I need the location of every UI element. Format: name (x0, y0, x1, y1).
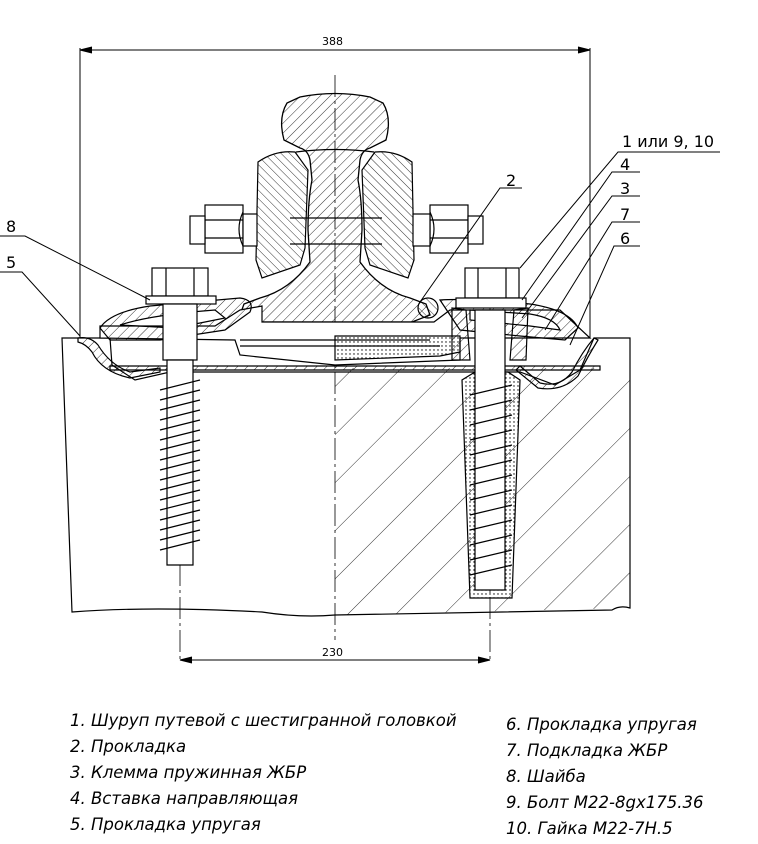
parts-legend-right: 6. Прокладка упругая 7. Подкладка ЖБР 8.… (506, 712, 703, 842)
elastic-pad-left (77, 337, 161, 379)
legend-item: 4. Вставка направляющая (70, 789, 299, 808)
dimension-388-label: 388 (322, 35, 343, 48)
callout-1-9-10: 1 или 9, 10 (622, 132, 714, 151)
callout-2: 2 (506, 171, 516, 190)
joint-bolts (189, 204, 484, 254)
legend-item: 2. Прокладка (70, 737, 187, 756)
callout-7: 7 (620, 205, 630, 224)
callout-8: 8 (6, 217, 16, 236)
legend-item: 10. Гайка М22-7Н.5 (506, 819, 673, 838)
callout-4: 4 (620, 155, 630, 174)
track-screw-left (145, 267, 217, 566)
callout-3: 3 (620, 179, 630, 198)
elastic-pad-right (515, 337, 599, 390)
dimension-bottom (179, 656, 491, 664)
legend-item: 9. Болт М22-8gх175.36 (506, 793, 704, 812)
parts-legend-left: 1. Шуруп путевой с шестигранной головкой… (70, 708, 457, 838)
concrete-sleeper (61, 337, 631, 617)
legend-item: 3. Клемма пружинная ЖБР (70, 763, 307, 782)
legend-item: 8. Шайба (506, 767, 586, 786)
dimension-230-label: 230 (322, 646, 343, 659)
legend-item: 1. Шуруп путевой с шестигранной головкой (70, 711, 457, 730)
joint-bars (255, 148, 415, 279)
callout-6: 6 (620, 229, 630, 248)
legend-item: 5. Прокладка упругая (70, 815, 261, 834)
guide-insert (417, 297, 439, 319)
rail (239, 92, 431, 323)
legend-item: 7. Подкладка ЖБР (506, 741, 668, 760)
callout-5: 5 (6, 253, 16, 272)
callout-leaders (0, 151, 720, 346)
track-screw-right (451, 267, 529, 599)
rail-fastening-drawing: 388 (0, 35, 720, 664)
legend-item: 6. Прокладка упругая (506, 715, 697, 734)
dimension-top (79, 46, 591, 338)
